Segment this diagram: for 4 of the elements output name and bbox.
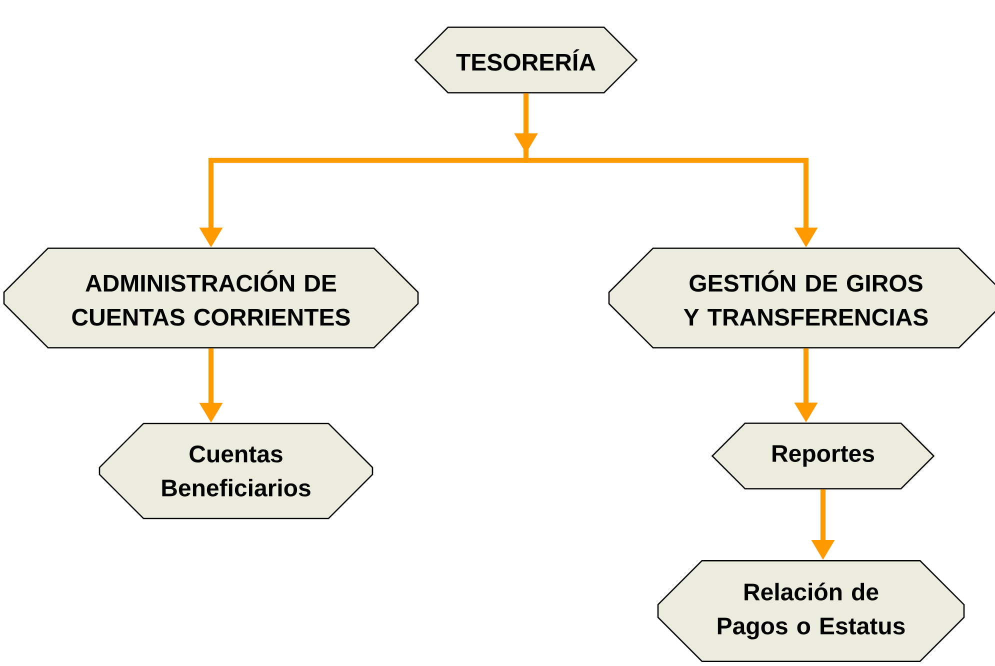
process-box: GESTIÓN DE GIROS Y TRANSFERENCIAS: [608, 248, 995, 348]
process-box: ADMINISTRACIÓN DE CUENTAS CORRIENTES: [3, 248, 419, 348]
process-box: Relación de Pagos o Estatus: [657, 560, 965, 662]
process-box: Cuentas Beneficiarios: [98, 422, 374, 520]
